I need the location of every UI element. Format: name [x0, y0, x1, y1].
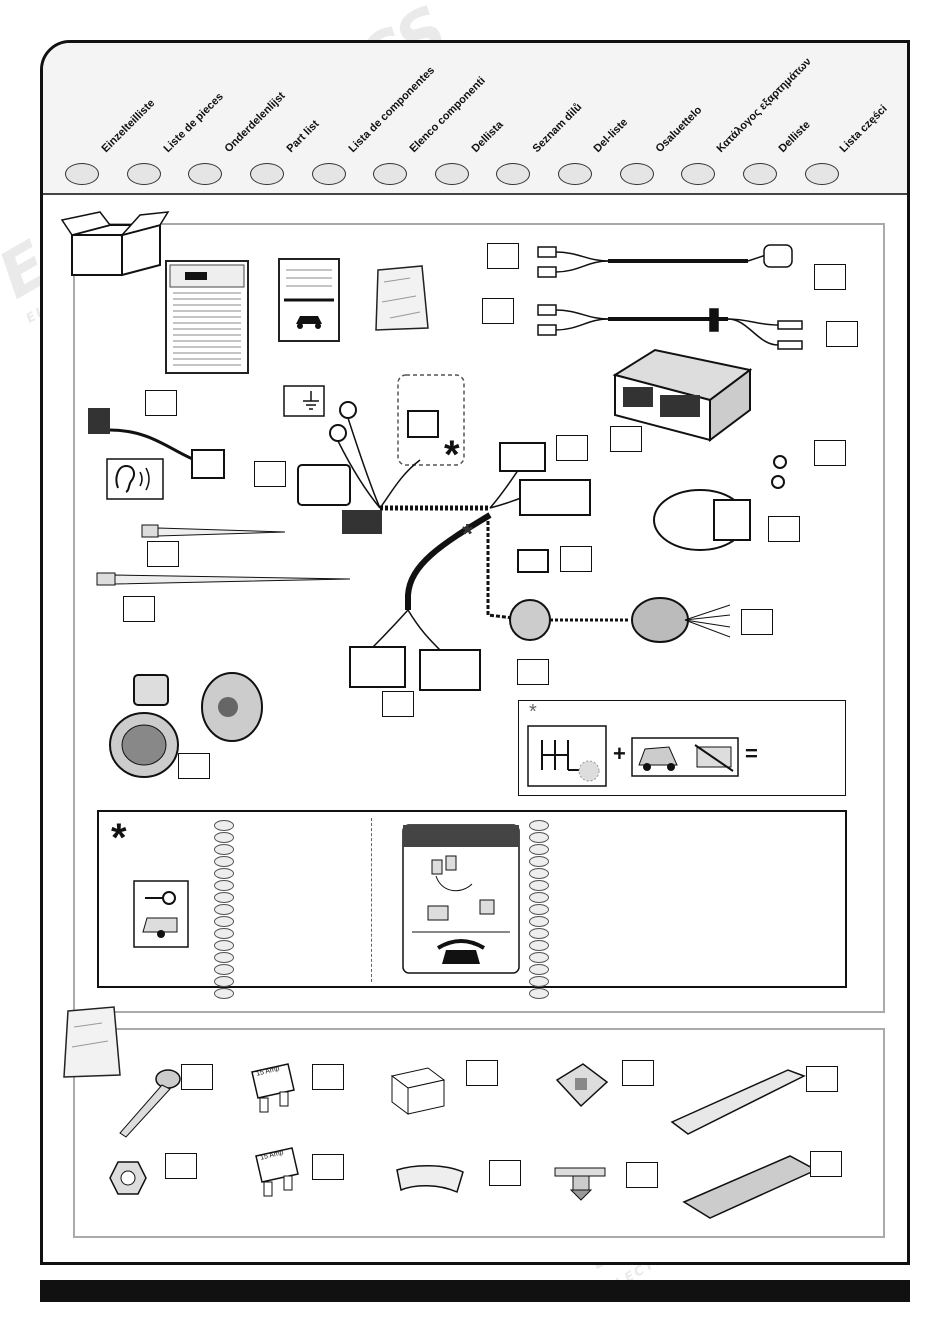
gear-shift-icon	[527, 725, 607, 787]
ref-box	[610, 426, 642, 452]
small-parts-panel	[73, 1028, 885, 1238]
ground-icon	[283, 385, 325, 417]
lang-label: Lista części	[837, 102, 890, 155]
ref-box	[466, 1060, 498, 1086]
ref-box	[622, 1060, 654, 1086]
key-icon	[133, 880, 189, 948]
ref-box	[810, 1151, 842, 1177]
lang-oval	[373, 163, 407, 185]
lang-label: Dellista	[469, 118, 506, 155]
lang-oval	[127, 163, 161, 185]
lang-oval	[558, 163, 592, 185]
ref-box	[382, 691, 414, 717]
ref-box	[482, 298, 514, 324]
fuse-icon	[255, 1147, 299, 1197]
lang-oval	[805, 163, 839, 185]
ref-box	[489, 1160, 521, 1186]
lang-oval	[743, 163, 777, 185]
cable-tie-mount-icon	[555, 1063, 609, 1108]
cable-tie-icon	[96, 572, 351, 586]
asterisk-marker: *	[444, 433, 460, 477]
ref-box	[768, 516, 800, 542]
parts-bag-icon	[63, 1006, 121, 1078]
foam-strip-icon	[670, 1069, 806, 1135]
ref-box	[312, 1064, 344, 1090]
manual-icon	[165, 260, 249, 374]
foam-pad-icon	[682, 1155, 818, 1219]
lang-oval	[496, 163, 530, 185]
plus-symbol: +	[613, 741, 626, 766]
divider	[371, 818, 372, 982]
ref-box	[626, 1162, 658, 1188]
service-kit-icon	[402, 824, 520, 974]
fuse-holder-icon	[390, 1067, 446, 1115]
lang-oval	[65, 163, 99, 185]
adhesive-pad-icon	[396, 1164, 464, 1194]
ref-box	[181, 1064, 213, 1090]
lang-oval	[435, 163, 469, 185]
lang-label: Delliste	[776, 118, 813, 155]
lang-label: Liste de pieces	[161, 90, 226, 155]
option-list	[529, 820, 549, 1000]
ref-box	[145, 390, 177, 416]
car-trailer-icon	[631, 737, 739, 777]
lang-oval	[312, 163, 346, 185]
clip-icon	[554, 1167, 606, 1201]
footer-bar	[40, 1280, 910, 1302]
ref-box	[814, 264, 846, 290]
ref-box	[517, 659, 549, 685]
lang-oval	[250, 163, 284, 185]
ref-box	[741, 609, 773, 635]
ref-box	[178, 753, 210, 779]
ref-box	[826, 321, 858, 347]
ref-box	[165, 1153, 197, 1179]
ref-box	[806, 1066, 838, 1092]
lang-label: Einzelteilliste	[99, 97, 158, 155]
manual-icon	[278, 258, 340, 342]
parts-bag-icon	[375, 265, 429, 331]
control-module-icon	[612, 348, 753, 442]
lang-label: Onderdelenlijst	[222, 89, 288, 155]
nut-icon	[109, 1161, 147, 1195]
asterisk-marker: *	[111, 816, 127, 860]
optional-relay-icon	[397, 374, 465, 466]
ref-box	[814, 440, 846, 466]
wiring-harness	[297, 401, 731, 691]
lang-oval	[188, 163, 222, 185]
ref-box	[147, 541, 179, 567]
lang-label: Osaluettelo	[653, 104, 705, 155]
lang-label: Part list	[284, 117, 322, 155]
asterisk-marker: *	[529, 701, 537, 723]
ref-box	[312, 1154, 344, 1180]
ear-sound-icon	[106, 458, 164, 500]
cable-assembly	[537, 244, 803, 350]
options-panel: *	[97, 810, 847, 999]
screw-icon	[119, 1069, 181, 1138]
asterisk-marker: *	[462, 518, 473, 549]
equals-symbol: =	[745, 741, 758, 766]
trailer-socket-icon	[109, 672, 263, 778]
ref-box	[487, 243, 519, 269]
kit-contents-panel	[73, 223, 885, 1013]
carton-box-icon	[60, 211, 170, 277]
lang-label: Del-liste	[591, 116, 631, 155]
selection-legend: + = *	[518, 700, 846, 796]
relay-cable	[653, 455, 787, 551]
option-list	[214, 820, 234, 1000]
fuse-icon	[251, 1063, 295, 1113]
ref-box	[254, 461, 286, 487]
buzzer-icon	[88, 408, 225, 479]
ref-box	[556, 435, 588, 461]
lang-label: Seznam dilů	[530, 101, 585, 155]
cable-tie-icon	[141, 524, 286, 538]
lang-oval	[681, 163, 715, 185]
language-header: Einzelteilliste Liste de pieces Onderdel…	[43, 43, 907, 195]
ref-box	[123, 596, 155, 622]
ref-box	[560, 546, 592, 572]
lang-oval	[620, 163, 654, 185]
